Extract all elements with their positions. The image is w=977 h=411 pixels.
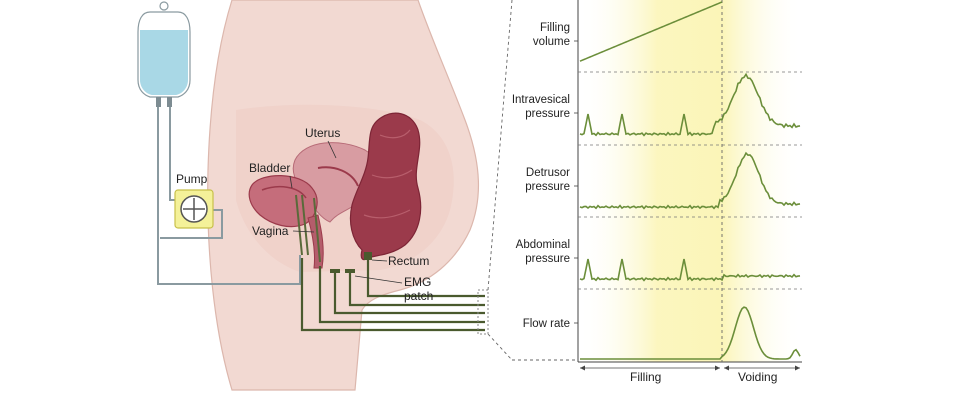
series-label: pressure [525,253,570,265]
pump-rotor-blades [183,198,205,220]
vagina-leader [292,230,315,233]
trace-group [579,1,801,360]
cable-connector [477,289,489,335]
trace-3 [579,258,801,282]
bladder-label: Bladder [249,161,290,175]
emg-label-line2: patch [404,289,433,303]
anatomy-labels: Uterus Bladder Vagina Rectum EMG patch [249,126,433,303]
series-label: Abdominal [516,239,570,251]
uterus-label: Uterus [305,126,340,140]
vagina-label: Vagina [252,224,289,238]
phase-label-voiding: Voiding [738,370,777,384]
cable-emg-1 [333,272,485,315]
cable-rectum [366,258,485,298]
infusion-tube-left [157,107,301,285]
cable-bladder [300,258,485,332]
series-label: Intravesical [512,94,570,106]
trace-4 [580,306,801,360]
series-label: pressure [525,181,570,193]
rectum-label: Rectum [388,254,429,268]
bladder-catheter [295,194,309,256]
iv-bag-port-left [156,97,161,107]
infusion-tube-right [169,107,178,201]
series-label: Detrusor [526,167,570,179]
rectal-probe [364,252,372,260]
series-labels: FillingvolumeIntravesicalpressureDetruso… [512,22,578,330]
pump-label: Pump [176,172,208,186]
equipment: Pump [137,1,489,335]
voiding-arrow-head-left [724,365,729,371]
filling-arrow-head-left [580,365,585,371]
zoom-lines [487,0,578,361]
iv-bag-port-right [167,97,172,107]
uterus-leader [327,140,337,159]
emg-leader [354,275,403,284]
series-label: pressure [525,108,570,120]
series-label: volume [533,36,570,48]
emg-label-line1: EMG [404,275,431,289]
bladder-inner [261,185,307,199]
uterus-cavity [317,166,359,187]
trace-2 [579,151,801,210]
emg-patch-1 [330,269,340,273]
phase-label-filling: Filling [630,370,661,384]
iv-bag-fluid [140,30,188,95]
vaginal-catheter [313,197,321,263]
series-label: Flow rate [523,318,570,330]
filling-arrow-head-right [715,365,720,371]
zoom-line-top [487,0,513,291]
zoom-line-bottom [487,333,513,361]
rectum-leader [371,259,388,262]
rectum-folds [363,129,413,219]
iv-bag-hanger [159,1,169,11]
emg-patch-2 [345,269,355,273]
trace-0 [579,1,723,62]
cable-vagina [318,266,485,324]
trace-1 [579,72,801,137]
urodynamic-chart: FillingvolumeIntravesicalpressureDetruso… [512,0,802,384]
row-dividers [578,71,802,290]
series-label: Filling [540,22,570,34]
cable-emg-2 [348,272,485,307]
pump-to-catheter-tube [160,209,223,239]
bladder-leader [289,175,293,189]
filling-glow [578,0,722,362]
voiding-arrow-head-right [795,365,800,371]
